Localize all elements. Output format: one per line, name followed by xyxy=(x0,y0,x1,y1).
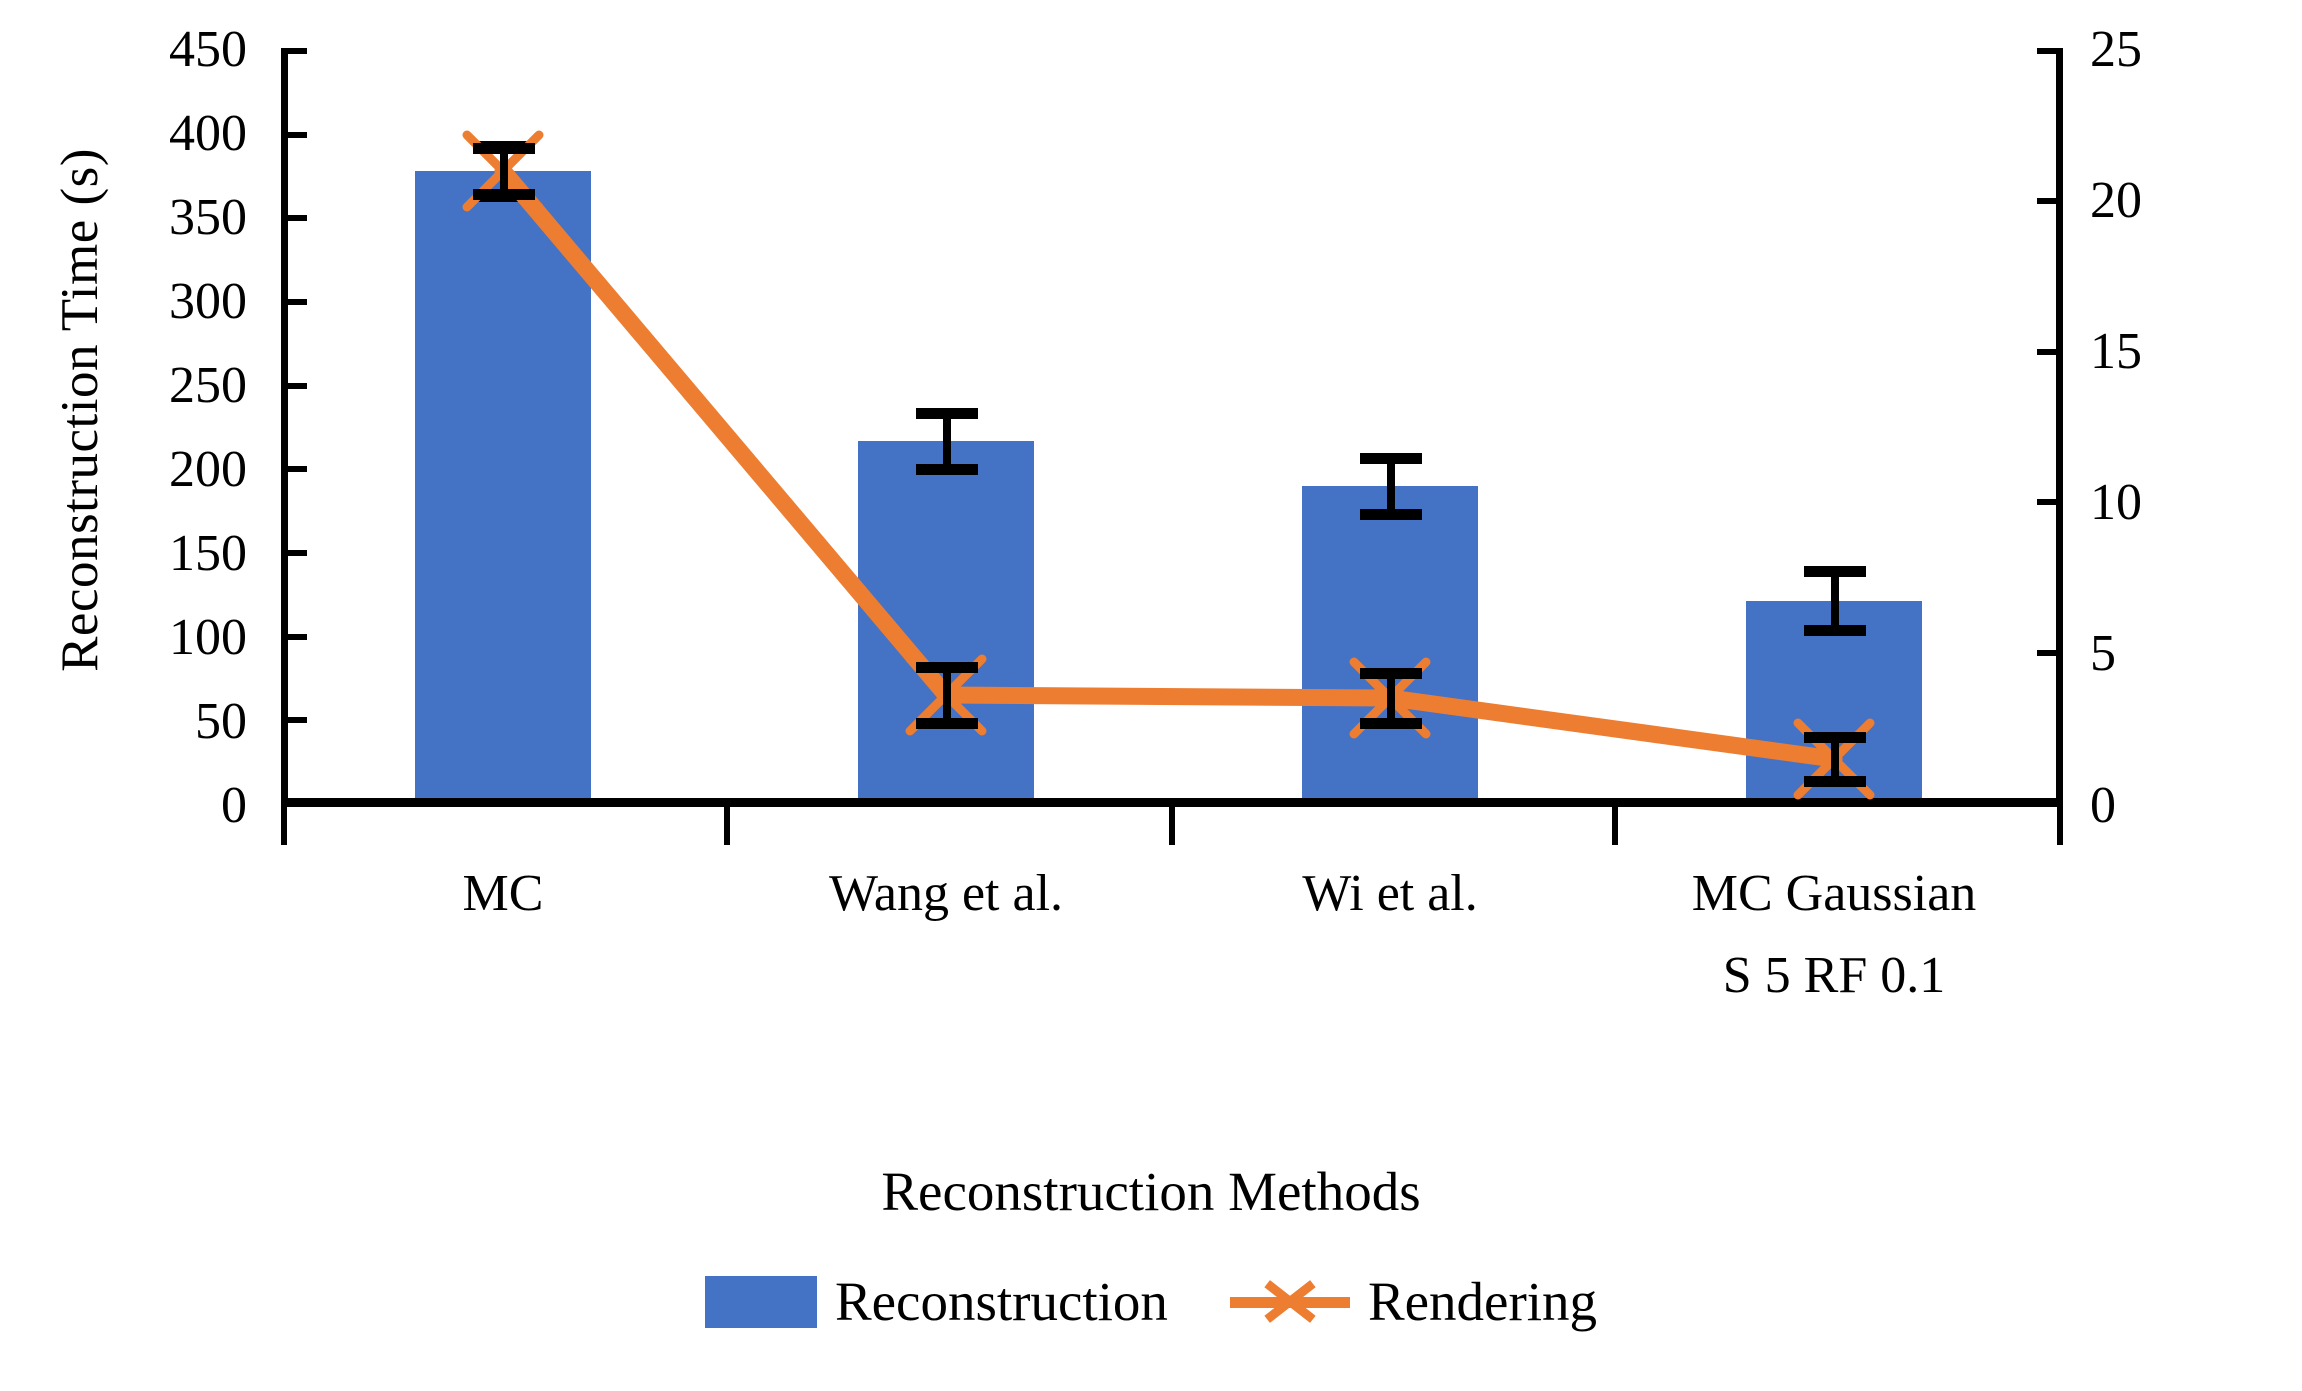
x-axis-category-mc-gaussian-line2: S 5 RF 0.1 xyxy=(1722,947,1946,1004)
legend-item-rendering[interactable]: Rendering xyxy=(1229,1270,1598,1333)
y-axis-right-tick-0: 0 xyxy=(2090,777,2116,834)
y-axis-left-tick-450: 450 xyxy=(169,21,247,78)
x-axis-title: Reconstruction Methods xyxy=(881,1161,1421,1222)
y-axis-right-tick-15: 15 xyxy=(2090,323,2142,380)
tick-mark-right-5 xyxy=(2037,650,2063,656)
baseline-axis xyxy=(281,798,2063,807)
y-axis-right-tick-20: 20 xyxy=(2090,172,2142,229)
bar-reconstruction-mc[interactable] xyxy=(415,171,591,798)
y-axis-left-tick-300: 300 xyxy=(169,273,247,330)
tick-mark-right-25 xyxy=(2037,48,2063,54)
chart-legend: Reconstruction Rendering xyxy=(0,1270,2302,1333)
y-axis-right-tick-25: 25 xyxy=(2090,21,2142,78)
y-axis-right-tick-10: 10 xyxy=(2090,474,2142,531)
error-bar-reconstruction-mc-gaussian xyxy=(1804,566,1866,636)
error-bar-cap-top xyxy=(916,662,978,673)
bar-reconstruction-wi[interactable] xyxy=(1302,486,1478,798)
x-tick-0 xyxy=(281,805,287,845)
tick-mark-left-450 xyxy=(281,48,307,54)
y-axis-left-tick-200: 200 xyxy=(169,441,247,498)
x-tick-1 xyxy=(724,805,730,845)
error-bar-cap-bottom xyxy=(916,464,978,475)
error-bar-cap-bottom xyxy=(1804,625,1866,636)
error-bar-rendering-wi xyxy=(1360,668,1422,729)
error-bar-stem xyxy=(943,408,951,475)
tick-mark-left-350 xyxy=(281,215,307,221)
error-bar-cap-bottom xyxy=(1804,776,1866,787)
y-axis-left-tick-50: 50 xyxy=(195,693,247,750)
error-bar-stem xyxy=(1831,732,1839,787)
left-axis-line xyxy=(281,48,288,805)
error-bar-rendering-wang xyxy=(916,662,978,729)
x-tick-3 xyxy=(1612,805,1618,845)
error-bar-rendering-mc xyxy=(473,143,535,200)
error-bar-reconstruction-wi xyxy=(1360,453,1422,520)
legend-label-reconstruction: Reconstruction xyxy=(834,1271,1168,1332)
error-bar-cap-top xyxy=(1804,566,1866,577)
tick-mark-left-150 xyxy=(281,550,307,556)
right-axis-line xyxy=(2056,48,2063,805)
error-bar-cap-bottom xyxy=(473,189,535,200)
error-bar-cap-bottom xyxy=(1360,509,1422,520)
y-axis-left-tick-150: 150 xyxy=(169,525,247,582)
error-bar-cap-bottom xyxy=(916,718,978,729)
tick-mark-right-20 xyxy=(2037,198,2063,204)
legend-bar-swatch-icon xyxy=(704,1275,817,1328)
x-tick-2 xyxy=(1169,805,1175,845)
error-bar-stem xyxy=(500,143,508,200)
y-axis-left-tick-350: 350 xyxy=(169,189,247,246)
error-bar-rendering-mc-gaussian xyxy=(1804,732,1866,787)
error-bar-cap-top xyxy=(1360,668,1422,679)
error-bar-stem xyxy=(1831,566,1839,636)
tick-mark-left-200 xyxy=(281,466,307,472)
plot-area xyxy=(281,48,2063,845)
error-bar-cap-top xyxy=(473,143,535,154)
x-axis-category-wi: Wi et al. xyxy=(1302,865,1478,922)
y-axis-left-tick-0: 0 xyxy=(221,777,247,834)
error-bar-stem xyxy=(1387,668,1395,729)
y-axis-left-tick-400: 400 xyxy=(169,105,247,162)
error-bar-cap-bottom xyxy=(1360,718,1422,729)
error-bar-stem xyxy=(1387,453,1395,520)
x-axis-category-wang: Wang et al. xyxy=(828,865,1064,922)
x-axis-category-mc-gaussian-line1: MC Gaussian xyxy=(1691,865,1977,922)
x-tick-4 xyxy=(2057,805,2063,845)
tick-mark-left-250 xyxy=(281,383,307,389)
error-bar-cap-top xyxy=(1804,732,1866,743)
x-axis-category-mc: MC xyxy=(462,865,544,922)
tick-mark-left-50 xyxy=(281,717,307,723)
error-bar-stem xyxy=(943,662,951,729)
legend-label-rendering: Rendering xyxy=(1367,1271,1598,1332)
tick-mark-left-300 xyxy=(281,299,307,305)
y-axis-left-tick-250: 250 xyxy=(169,357,247,414)
tick-mark-right-10 xyxy=(2037,499,2063,505)
tick-mark-left-400 xyxy=(281,132,307,138)
y-axis-right-tick-5: 5 xyxy=(2090,625,2116,682)
tick-mark-left-100 xyxy=(281,634,307,640)
error-bar-reconstruction-wang xyxy=(916,408,978,475)
error-bar-cap-top xyxy=(916,408,978,419)
legend-line-x-swatch-icon xyxy=(1229,1276,1350,1328)
rendering-polyline[interactable] xyxy=(494,162,1843,768)
tick-mark-right-15 xyxy=(2037,349,2063,355)
error-bar-cap-top xyxy=(1360,453,1422,464)
legend-item-reconstruction[interactable]: Reconstruction xyxy=(704,1270,1168,1333)
y-axis-left-tick-100: 100 xyxy=(169,609,247,666)
rendering-line-series xyxy=(462,130,1875,800)
